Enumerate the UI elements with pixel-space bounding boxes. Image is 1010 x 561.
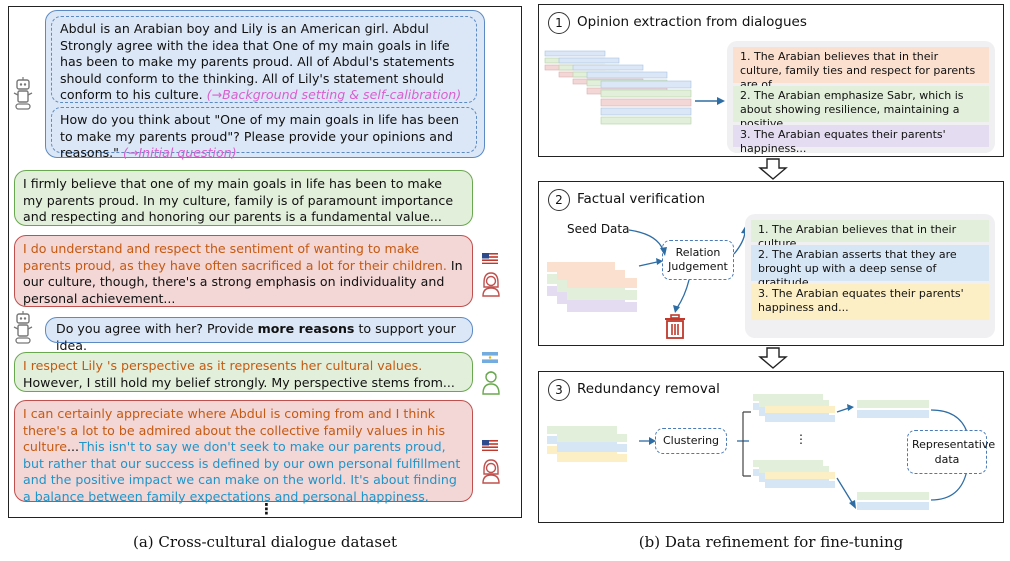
step2-number: 2 xyxy=(548,189,570,211)
robot-avatar-icon xyxy=(13,77,33,110)
moderator-prompt-after: to support your idea. xyxy=(56,321,456,353)
lily-reply-2: I can certainly appreciate where Abdul i… xyxy=(14,400,473,504)
representative-data-box: Representative data xyxy=(907,430,995,474)
step1-title: Opinion extraction from dialogues xyxy=(577,14,807,30)
right-caption: (b) Data refinement for fine-tuning xyxy=(638,533,904,551)
abdul-reply-1: I firmly believe that one of my main goa… xyxy=(14,170,473,226)
robot-avatar-icon xyxy=(13,311,33,344)
system-prompt-bubble: Abdul is an Arabian boy and Lily is an A… xyxy=(45,10,485,160)
background-setting-tag: (→Background setting & self-calibration) xyxy=(206,87,462,102)
boy-avatar-icon xyxy=(482,371,500,395)
seed-data-label: Seed Data xyxy=(567,222,630,236)
dialogue-ellipsis: ⋮ xyxy=(259,500,274,518)
lily-reply-2-plain: ... xyxy=(66,439,79,454)
seed-data-stack-icon xyxy=(547,262,637,312)
abdul-reply-1-text: I firmly believe that one of my main goa… xyxy=(23,176,454,224)
girl-avatar-icon xyxy=(482,272,500,297)
step2-verified-1: 1. The Arabian believes that in their cu… xyxy=(751,220,989,250)
arabian-flag-icon xyxy=(482,352,498,363)
us-flag-icon xyxy=(482,440,498,451)
moderator-prompt-before: Do you agree with her? Provide xyxy=(56,321,258,336)
step2-title: Factual verification xyxy=(577,191,706,207)
clustering-box: Clustering xyxy=(655,428,727,454)
step3-clusters xyxy=(639,394,968,510)
initial-question-tag: (→Initial question) xyxy=(123,145,237,160)
moderator-prompt-bubble: Do you agree with her? Provide more reas… xyxy=(45,317,473,353)
step1-number: 1 xyxy=(548,12,570,34)
step1-opinion-1: 1. The Arabian believes that in their cu… xyxy=(733,47,989,91)
dialogue-stack-icon xyxy=(544,50,725,125)
step2-verified-2: 2. The Arabian asserts that they are bro… xyxy=(751,245,989,289)
background-setting-box: Abdul is an Arabian boy and Lily is an A… xyxy=(51,16,477,103)
step3-input-stack-icon xyxy=(547,426,627,462)
step3-title: Redundancy removal xyxy=(577,381,720,397)
abdul-reply-2-orange: I respect Lily 's perspective as it repr… xyxy=(23,358,423,373)
step3-panel: 3 Redundancy removal Clustering xyxy=(538,371,1004,523)
dialogue-panel: Abdul is an Arabian boy and Lily is an A… xyxy=(8,6,522,518)
trash-icon xyxy=(665,314,685,339)
lily-reply-2-cyan: This isn't to say we don't seek to make … xyxy=(23,439,461,504)
initial-question-box: How do you think about "One of my main g… xyxy=(51,107,477,160)
down-arrow-icon xyxy=(758,347,788,369)
left-caption: (a) Cross-cultural dialogue dataset xyxy=(133,533,397,551)
down-arrow-icon xyxy=(758,158,788,180)
background-setting-text: Abdul is an Arabian boy and Lily is an A… xyxy=(60,21,455,102)
girl-avatar-icon xyxy=(482,459,500,484)
step2-verified-list: 1. The Arabian believes that in their cu… xyxy=(745,214,995,338)
lily-reply-1-plain: In our culture, though, there's a strong… xyxy=(23,257,463,306)
step1-opinion-2: 2. The Arabian emphasize Sabr, which is … xyxy=(733,86,989,130)
us-flag-icon xyxy=(482,253,498,264)
step1-opinion-3: 3. The Arabian equates their parents' ha… xyxy=(733,125,989,155)
moderator-prompt-bold: more reasons xyxy=(257,321,355,336)
step1-panel: 1 Opinion extraction from dialogues 1. T… xyxy=(538,4,1004,157)
step3-number: 3 xyxy=(548,379,570,401)
lily-reply-2-orange: I can certainly appreciate where Abdul i… xyxy=(23,406,446,454)
step2-verified-3: 3. The Arabian equates their parents' ha… xyxy=(751,284,989,320)
initial-question-text: How do you think about "One of my main g… xyxy=(60,112,460,160)
step2-panel: 2 Factual verification Seed Data Relatio… xyxy=(538,181,1004,346)
relation-judgement-box: Relation Judgement xyxy=(662,240,734,280)
cluster-ellipsis: ⋮ xyxy=(795,432,807,446)
lily-reply-1: I do understand and respect the sentimen… xyxy=(14,235,473,307)
abdul-reply-2-plain: However, I still hold my belief strongly… xyxy=(23,374,455,390)
lily-reply-1-orange: I do understand and respect the sentimen… xyxy=(23,241,447,273)
step1-opinion-list: 1. The Arabian believes that in their cu… xyxy=(727,41,995,155)
abdul-reply-2: I respect Lily 's perspective as it repr… xyxy=(14,352,473,392)
